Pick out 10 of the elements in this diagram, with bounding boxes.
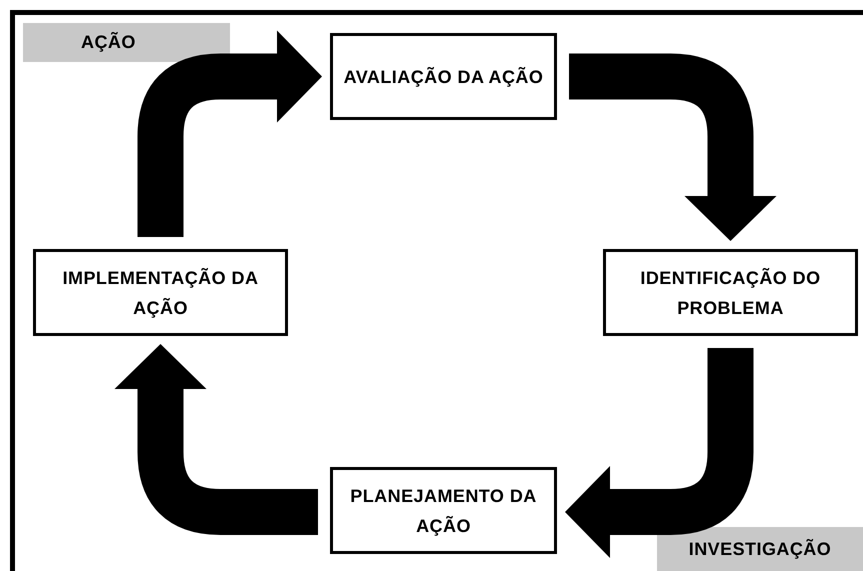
section-label: AÇÃO bbox=[23, 23, 230, 62]
box-text: IMPLEMENTAÇÃO DA AÇÃO bbox=[62, 266, 260, 320]
process-box bbox=[33, 249, 288, 336]
section-label: INVESTIGAÇÃO bbox=[657, 527, 863, 571]
process-box bbox=[330, 33, 557, 120]
process-box bbox=[330, 467, 557, 554]
box-text: AVALIAÇÃO DA AÇÃO bbox=[344, 66, 544, 89]
box-text: PLANEJAMENTO DA AÇÃO bbox=[349, 484, 538, 538]
box-text: IDENTIFICAÇÃO DO PROBLEMA bbox=[639, 266, 822, 320]
process-box bbox=[603, 249, 858, 336]
